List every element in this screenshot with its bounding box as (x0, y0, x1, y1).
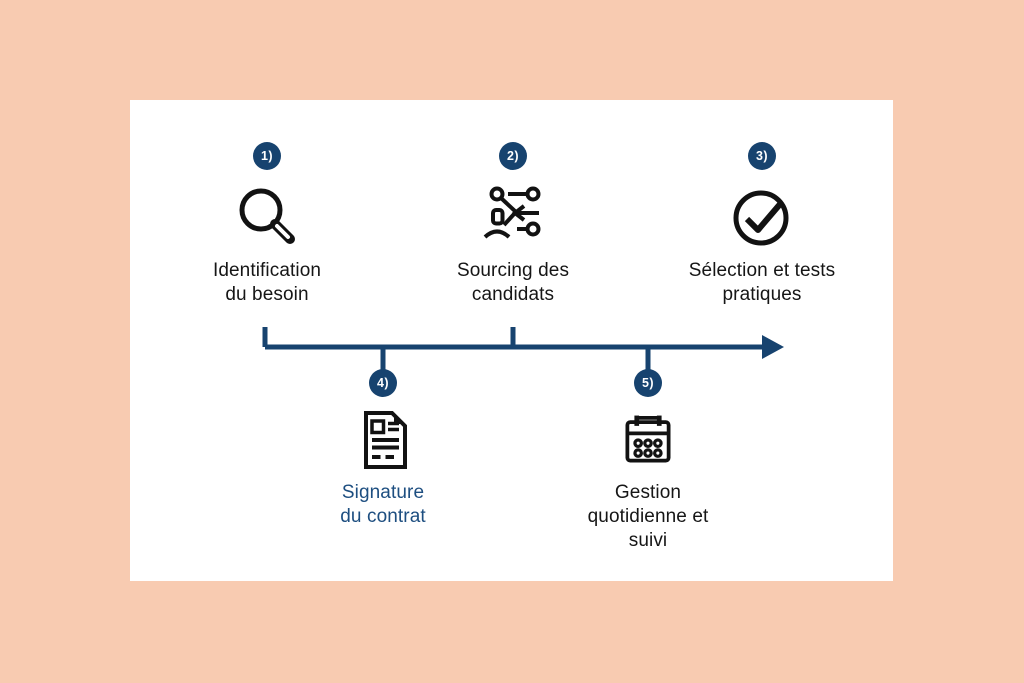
step-number-badge: 4) (369, 369, 397, 397)
step-label: Sélection et tests pratiques (688, 260, 836, 305)
sourcing-network-icon (481, 183, 545, 249)
step-signature-du-contrat: 4) Signature du contrat (273, 369, 493, 529)
calendar-icon (618, 408, 678, 470)
check-circle-icon (729, 183, 795, 249)
step-selection-et-tests: 3) Sélection et tests pratiques (652, 142, 872, 307)
contract-document-icon (354, 408, 412, 470)
magnifier-icon (234, 183, 300, 249)
step-label: Signature du contrat (340, 482, 426, 527)
step-label: Sourcing des candidats (456, 260, 570, 305)
step-number-badge: 3) (748, 142, 776, 170)
step-label: Identification du besoin (212, 260, 322, 305)
step-gestion-quotidienne: 5) Gestion quotidienne et suivi (538, 369, 758, 553)
step-number-badge: 2) (499, 142, 527, 170)
step-label: Gestion quotidienne et suivi (587, 482, 709, 551)
step-sourcing-des-candidats: 2) Sourcing des candidats (403, 142, 623, 307)
step-number-badge: 1) (253, 142, 281, 170)
step-identification-du-besoin: 1) Identification du besoin (157, 142, 377, 307)
step-number-badge: 5) (634, 369, 662, 397)
diagram-card: 1) Identification du besoin 2) (130, 100, 893, 581)
arrowhead-icon (762, 335, 784, 359)
